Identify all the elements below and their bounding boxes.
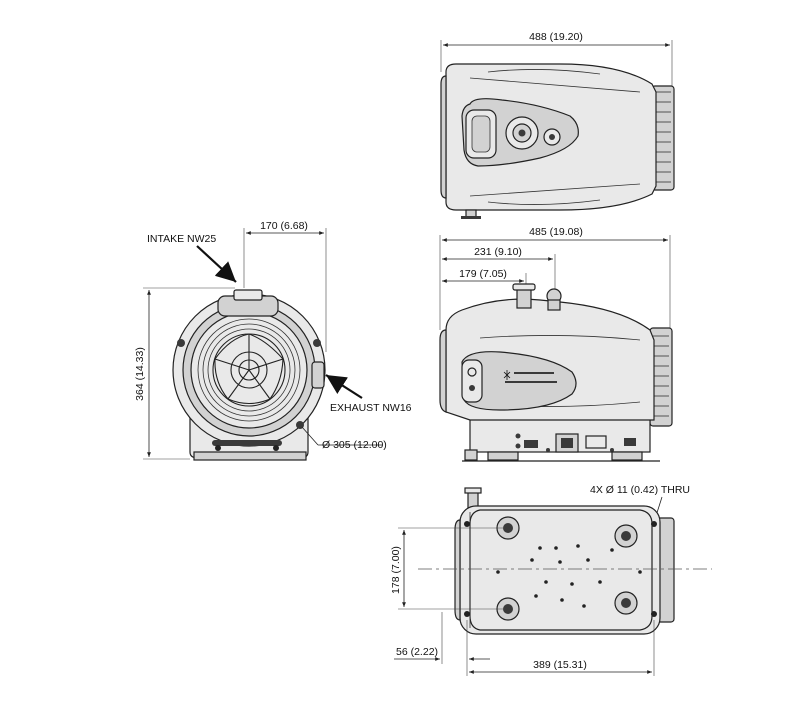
- agilent-logo-icon: [503, 370, 511, 380]
- mount-hole: [464, 521, 470, 527]
- dim-bottom-389: 389 (15.31): [533, 659, 587, 671]
- exhaust-label: EXHAUST NW16: [330, 402, 412, 414]
- front-handle: [212, 440, 282, 446]
- dim-front-dia: Ø 305 (12.00): [322, 439, 387, 451]
- dim-side-179: 179 (7.05): [459, 268, 507, 280]
- dim-front-170: 170 (6.68): [260, 220, 308, 232]
- dim-side-231: 231 (9.10): [474, 246, 522, 258]
- dim-side-length: 485 (19.08): [529, 226, 583, 238]
- connector-port: [585, 435, 607, 449]
- mount-hole: [651, 521, 657, 527]
- front-view: 170 (6.68) 364 (14.33) INTAKE NW25 EXHAU…: [134, 220, 412, 461]
- dim-bottom-178: 178 (7.00): [390, 546, 402, 594]
- holes-label: 4X Ø 11 (0.42) THRU: [590, 484, 690, 496]
- bottom-feet: [496, 516, 638, 621]
- bottom-view: 4X Ø 11 (0.42) THRU: [390, 484, 712, 676]
- dim-front-height: 364 (14.33): [134, 347, 146, 401]
- intake-arrow: [196, 245, 237, 283]
- mount-hole: [464, 611, 470, 617]
- intake-label: INTAKE NW25: [147, 233, 216, 245]
- exhaust-arrow: [325, 374, 363, 399]
- dim-bottom-56: 56 (2.22): [396, 646, 438, 658]
- side-plate: [461, 351, 577, 411]
- side-intake-tube: [516, 287, 532, 309]
- exhaust-port: [311, 361, 325, 389]
- fan-icon: [212, 333, 286, 407]
- mount-hole: [651, 611, 657, 617]
- front-base: [193, 451, 307, 461]
- top-view: 488 (19.20): [440, 31, 675, 219]
- side-view: 485 (19.08) 231 (9.10) 179 (7.05): [439, 226, 673, 462]
- dim-top-length: 488 (19.20): [529, 31, 583, 43]
